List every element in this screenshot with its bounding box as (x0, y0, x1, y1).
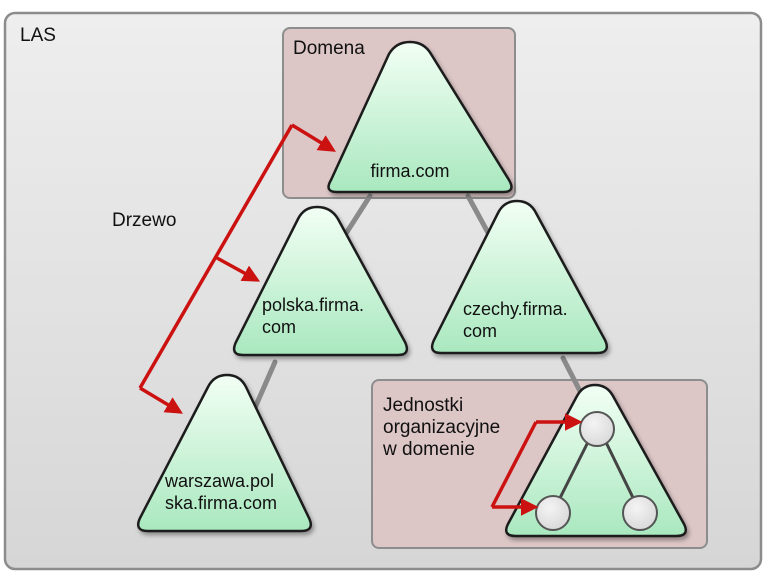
domain-label-root: firma.com (344, 160, 476, 182)
connector-root-polska (342, 193, 373, 238)
ou-node-left[interactable] (535, 495, 571, 531)
domain-label-warszawa: warszawa.pol ska.firma.com (165, 470, 277, 514)
domain-triangle-polska[interactable] (232, 205, 409, 357)
ou-node-top[interactable] (579, 411, 615, 447)
domain-label-polska-line-1: polska.firma. (262, 295, 365, 315)
tree-label: Drzewo (112, 210, 177, 231)
domain-triangle-warszawa[interactable] (137, 373, 312, 533)
ou-label-line-1: Jednostki (383, 395, 464, 416)
domain-label-czechy-line-2: com (463, 321, 498, 341)
domain-triangle-root[interactable] (327, 40, 513, 194)
domain-label-czechy: czechy.firma. com (463, 298, 568, 342)
ou-label: Jednostki organizacyjne w domenie (383, 395, 500, 461)
domain-label-root-line-1: firma.com (370, 161, 450, 181)
domain-label-polska-line-2: com (262, 317, 297, 337)
domain-label-warszawa-line-2: ska.firma.com (165, 493, 278, 513)
tree-arrow-polska (216, 256, 261, 282)
tree-arrow-root (291, 123, 336, 152)
domain-label-warszawa-line-1: warszawa.pol (165, 471, 275, 491)
domain-label-polska: polska.firma. com (262, 294, 364, 338)
tree-bracket (138, 123, 336, 414)
domain-label-czechy-line-1: czechy.firma. (463, 299, 568, 319)
connector-polska-warszawa (251, 359, 278, 413)
tree-arrow-warszawa (139, 386, 184, 414)
ou-label-line-2: organizacyjne (383, 417, 501, 438)
tree-bracket-spine (138, 124, 294, 389)
ou-bracket (490, 413, 583, 516)
ou-bracket-spine (490, 421, 538, 508)
forest-label: LAS (20, 25, 56, 46)
domain-triangle-czechy[interactable] (430, 199, 608, 355)
domain-box-label: Domena (293, 38, 365, 59)
ou-label-line-3: w domenie (383, 439, 475, 460)
ou-node-right[interactable] (622, 495, 658, 531)
